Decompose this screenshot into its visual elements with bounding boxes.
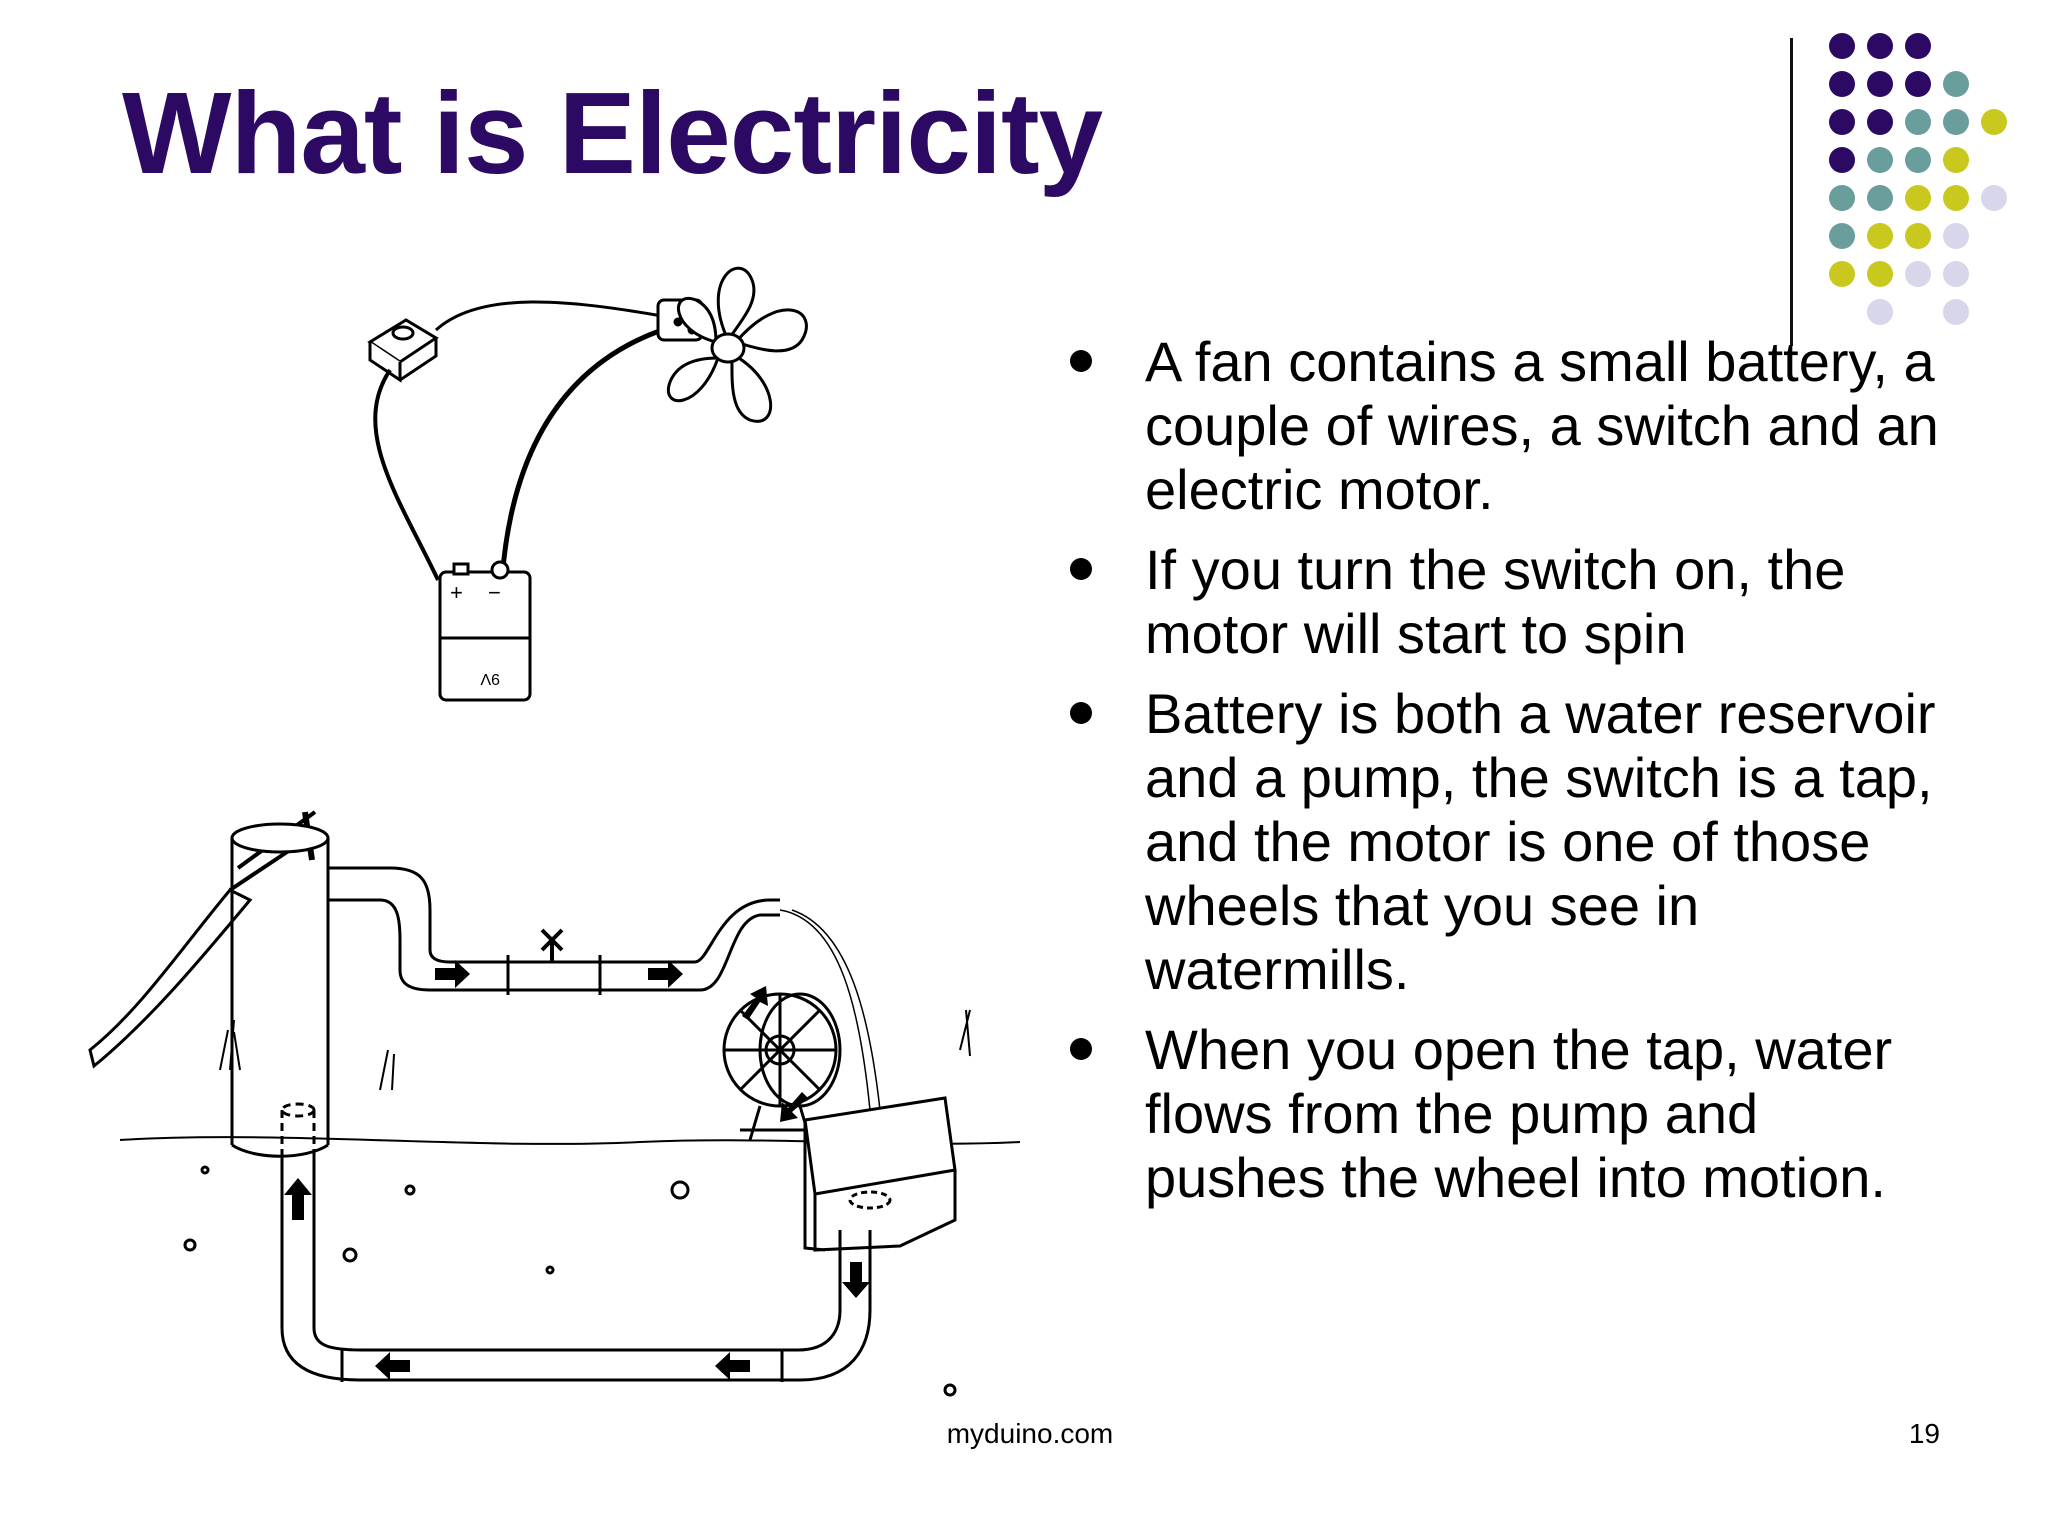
tap-icon	[540, 928, 564, 962]
slide-title: What is Electricity	[122, 68, 1103, 198]
bullet-text: A fan contains a small battery, a couple…	[1145, 330, 1939, 521]
water-tank-icon	[803, 1096, 957, 1252]
bullet-item: Battery is both a water reservoir and a …	[1070, 682, 1950, 1002]
decorative-divider	[1790, 38, 1793, 346]
bullet-dot-icon	[1070, 350, 1092, 372]
svg-text:+: +	[450, 580, 463, 605]
fan-icon	[656, 266, 808, 423]
pump-icon	[230, 822, 330, 1158]
svg-text:−: −	[488, 580, 501, 605]
water-pump-circuit-illustration-icon	[88, 810, 1021, 1397]
battery-label: 9V	[480, 670, 500, 687]
bullet-item: A fan contains a small battery, a couple…	[1070, 330, 1950, 522]
dot-grid-yellow	[1829, 109, 2007, 287]
bullet-dot-icon	[1070, 558, 1092, 580]
flow-arrows	[284, 960, 870, 1380]
bullet-dot-icon	[1070, 1038, 1092, 1060]
switch-icon	[367, 318, 439, 383]
dot-grid-purple	[1829, 33, 1931, 173]
bullet-dot-icon	[1070, 702, 1092, 724]
bullet-text: When you open the tap, water flows from …	[1145, 1018, 1893, 1209]
bullet-item: If you turn the switch on, the motor wil…	[1070, 538, 1950, 666]
dot-grid-teal	[1829, 71, 1969, 249]
fan-circuit-illustration-icon: + − 9V	[367, 266, 808, 702]
footer-website: myduino.com	[946, 1418, 1114, 1449]
bullet-text: If you turn the switch on, the motor wil…	[1145, 538, 1846, 665]
bullet-list: A fan contains a small battery, a couple…	[1070, 330, 1950, 1226]
bullet-text: Battery is both a water reservoir and a …	[1145, 682, 1936, 1001]
bullet-item: When you open the tap, water flows from …	[1070, 1018, 1950, 1210]
page-number: 19	[1908, 1418, 1940, 1449]
dot-grid-lavender	[1867, 185, 2007, 325]
battery-icon: + −	[438, 560, 532, 702]
